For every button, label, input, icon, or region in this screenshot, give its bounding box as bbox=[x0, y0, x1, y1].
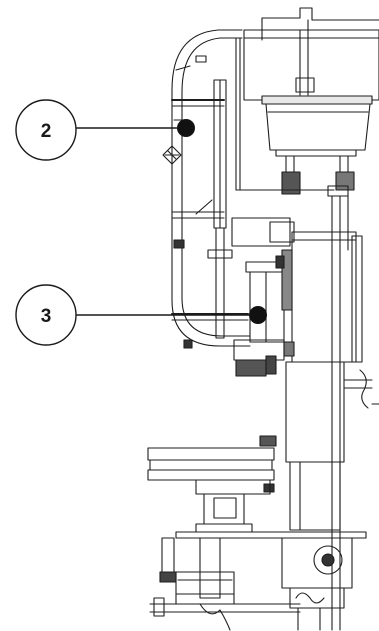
marker-dot-3 bbox=[249, 306, 267, 324]
inner-column bbox=[195, 79, 233, 339]
callout-3: 3 bbox=[15, 284, 77, 346]
callout-2: 2 bbox=[15, 99, 77, 161]
lower-carriage bbox=[147, 435, 367, 631]
gearbox bbox=[281, 537, 353, 631]
hopper-housing bbox=[243, 7, 379, 197]
callout-3-label: 3 bbox=[41, 306, 52, 327]
gauge-symbol bbox=[162, 145, 182, 165]
bent-pipe bbox=[171, 29, 251, 349]
lower-column bbox=[285, 361, 379, 531]
callout-2-label: 2 bbox=[41, 121, 52, 142]
marker-dot-2 bbox=[177, 119, 195, 137]
control-block bbox=[231, 217, 363, 377]
